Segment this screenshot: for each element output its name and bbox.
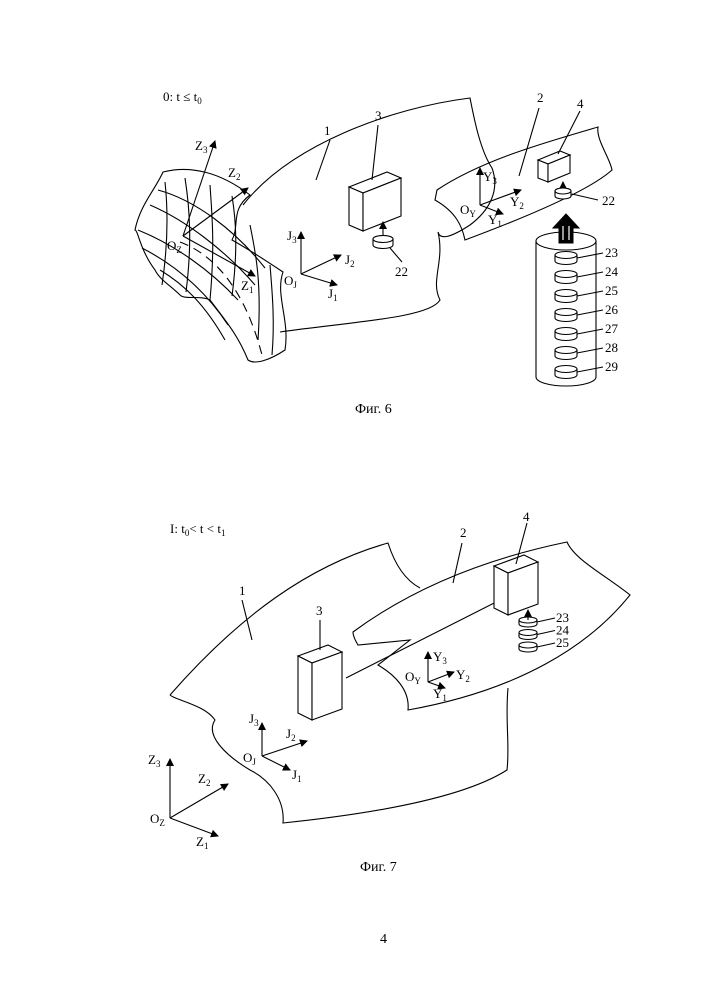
fig7-block-4: 4 xyxy=(494,509,538,615)
module-label: 27 xyxy=(605,321,619,336)
svg-text:22: 22 xyxy=(602,193,615,208)
fig7-label-1: 1 xyxy=(239,583,246,598)
fig6-block-4: 4 xyxy=(538,96,584,182)
module-label: 26 xyxy=(605,302,619,317)
module-label: 25 xyxy=(605,283,618,298)
svg-text:3: 3 xyxy=(375,108,382,123)
fig6-module-22-left: 22 xyxy=(373,222,408,279)
svg-text:Y3: Y3 xyxy=(433,649,447,666)
svg-text:OY: OY xyxy=(460,202,476,219)
fig7-axes-z: Z3 Z2 Z1 OZ xyxy=(148,752,228,851)
fig7-module-stack: 232425 xyxy=(519,610,570,652)
fig7-caption: Фиг. 7 xyxy=(360,860,397,875)
fig7-state-label: I: t0< t < t1 xyxy=(170,521,225,538)
fig6-block-3: 3 xyxy=(349,108,401,231)
fig7-block-3: 3 xyxy=(298,603,342,720)
fig6-surface-2 xyxy=(435,127,612,240)
fig6-earth-grid xyxy=(135,169,286,362)
module-label: 29 xyxy=(605,359,618,374)
svg-text:OJ: OJ xyxy=(243,750,256,767)
module-label: 23 xyxy=(605,245,618,260)
fig6-axes-j: J3 J2 J1 OJ xyxy=(284,228,355,303)
figure-6: 0: t ≤ t0 Z3 Z2 Z1 xyxy=(135,89,619,417)
figure-7: I: t0< t < t1 Z3 Z2 Z1 OZ J3 J2 J1 OJ xyxy=(148,509,630,875)
svg-text:J2: J2 xyxy=(286,726,296,743)
svg-text:4: 4 xyxy=(577,96,584,111)
svg-text:3: 3 xyxy=(316,603,323,618)
svg-text:J3: J3 xyxy=(287,228,297,245)
svg-text:22: 22 xyxy=(395,264,408,279)
fig6-label-2: 2 xyxy=(537,90,544,105)
svg-text:Z3: Z3 xyxy=(148,752,161,769)
fig7-label-2: 2 xyxy=(460,525,467,540)
page-number: 4 xyxy=(380,932,387,947)
fig6-module-22-right: 22 xyxy=(555,182,615,208)
fig7-surface-2 xyxy=(353,542,630,710)
module-label: 25 xyxy=(556,635,569,650)
svg-text:J1: J1 xyxy=(328,286,338,303)
svg-text:Y1: Y1 xyxy=(433,686,447,703)
svg-text:Z1: Z1 xyxy=(196,834,208,851)
fig7-transfer-arrow xyxy=(346,596,508,678)
fig6-label-1: 1 xyxy=(324,123,331,138)
svg-text:OJ: OJ xyxy=(284,273,297,290)
svg-text:J2: J2 xyxy=(345,252,355,269)
fig6-caption: Фиг. 6 xyxy=(355,402,392,417)
svg-text:J3: J3 xyxy=(249,711,259,728)
svg-text:Y3: Y3 xyxy=(483,169,497,186)
svg-text:Y1: Y1 xyxy=(488,212,502,229)
module-label: 28 xyxy=(605,340,618,355)
module-label: 24 xyxy=(605,264,619,279)
svg-text:OZ: OZ xyxy=(167,238,182,255)
fig7-axes-y: Y3 Y2 Y1 OY xyxy=(405,649,470,703)
svg-text:OY: OY xyxy=(405,669,421,686)
svg-text:Z2: Z2 xyxy=(228,165,240,182)
fig7-axes-j: J3 J2 J1 OJ xyxy=(243,711,307,784)
svg-text:4: 4 xyxy=(523,509,530,524)
fig6-state-label: 0: t ≤ t0 xyxy=(163,89,202,106)
svg-text:Z2: Z2 xyxy=(198,771,210,788)
svg-text:OZ: OZ xyxy=(150,811,165,828)
svg-text:Y2: Y2 xyxy=(456,667,470,684)
svg-text:Y2: Y2 xyxy=(510,194,524,211)
svg-text:Z3: Z3 xyxy=(195,138,208,155)
svg-text:J1: J1 xyxy=(292,767,302,784)
